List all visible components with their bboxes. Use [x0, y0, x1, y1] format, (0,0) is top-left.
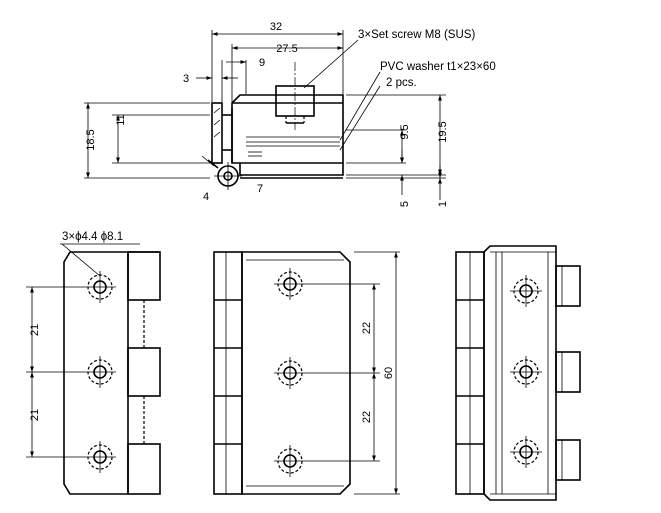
side-view [201, 62, 344, 190]
front-view-middle [213, 251, 400, 495]
side-view-extension-lines [84, 30, 446, 179]
dim-9-5: 9.5 [399, 124, 411, 139]
back-view-right [455, 245, 581, 501]
front-view-left [26, 251, 161, 495]
set-screw-note: 3×Set screw M8 (SUS) [358, 29, 475, 41]
dim-7: 7 [257, 183, 263, 195]
dim-4: 4 [203, 191, 209, 203]
hole-bottom [84, 441, 116, 473]
dim-60: 60 [383, 367, 395, 379]
hole-top [84, 271, 116, 303]
dim-32: 32 [270, 21, 282, 33]
hole-top [510, 275, 542, 307]
leaders [60, 39, 381, 277]
hole-middle [274, 357, 306, 389]
dim-21-top: 21 [29, 324, 41, 336]
dim-1: 1 [437, 201, 449, 207]
dim-27-5: 27.5 [276, 43, 297, 55]
dim-3: 3 [183, 73, 189, 85]
hole-middle [84, 356, 116, 388]
side-view-dimension-lines [86, 32, 442, 200]
washer-note: PVC washer t1×23×60 [380, 61, 496, 73]
hole-bottom [274, 445, 306, 477]
hole-top [274, 268, 306, 300]
washer-qty-note: 2 pcs. [386, 77, 417, 89]
dim-18-5: 18.5 [85, 129, 97, 150]
hole-bottom [510, 436, 542, 468]
dim-19-5: 19.5 [437, 121, 449, 142]
dim-21-bottom: 21 [29, 409, 41, 421]
dim-5: 5 [399, 201, 411, 207]
dim-22-top: 22 [361, 322, 373, 334]
holes-note: 3×ϕ4.4 ϕ8.1 [62, 231, 123, 243]
dim-9: 9 [259, 57, 265, 69]
dim-22-bottom: 22 [361, 411, 373, 423]
hole-middle [510, 356, 542, 388]
dim-11: 11 [115, 114, 127, 125]
